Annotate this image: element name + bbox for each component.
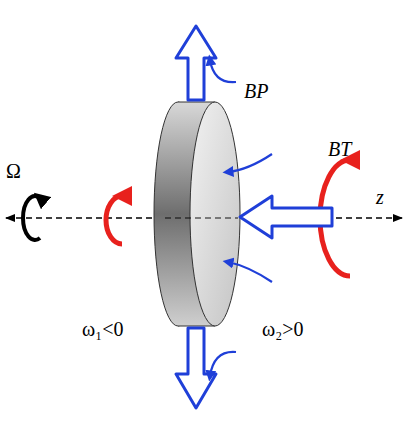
rotation-label: Ω (6, 160, 21, 182)
disk (154, 102, 240, 326)
field-label-box: BP (244, 80, 268, 103)
axis-label-box: z (376, 186, 384, 209)
axis-label: z (376, 186, 384, 208)
outflow-arrow (176, 328, 216, 408)
field-label: BP (244, 80, 268, 102)
angular-velocity-label-box: ω₂>0 (262, 318, 303, 341)
angular-velocity-label-box: ω₁<0 (82, 318, 123, 341)
inflow-arrow (240, 196, 332, 238)
rotation-arrow (23, 196, 40, 240)
field-label: BT (328, 138, 351, 160)
angular-velocity-label: ω₁<0 (82, 318, 123, 340)
toroidal-field-arrow (106, 196, 122, 244)
field-label-box: BT (328, 138, 351, 161)
rotation-label-box: Ω (6, 160, 21, 183)
angular-velocity-label: ω₂>0 (262, 318, 303, 340)
